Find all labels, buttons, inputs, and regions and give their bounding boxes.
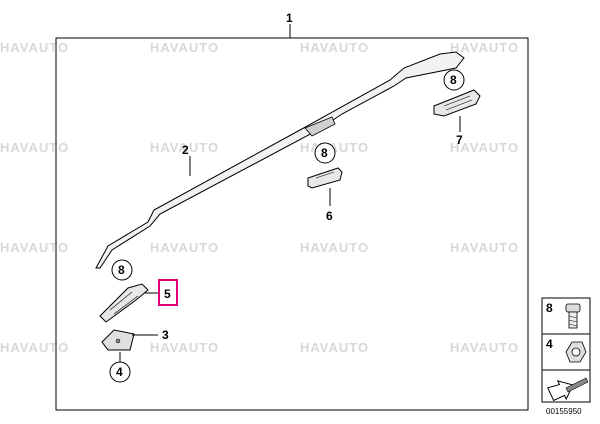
legend-screw-number: 8	[546, 301, 553, 315]
middle-bracket-label: 6	[326, 209, 333, 223]
watermark-row: HAVAUTO	[150, 240, 219, 255]
screw-icon	[565, 303, 581, 329]
watermark-row: HAVAUTO	[300, 240, 369, 255]
screw-callout-label: 8	[118, 263, 125, 277]
watermark-row: HAVAUTO	[450, 340, 519, 355]
highlight-box[interactable]	[158, 279, 178, 306]
legend-nut-number: 4	[546, 337, 553, 351]
front-bracket	[99, 283, 149, 323]
watermark-row: HAVAUTO	[150, 140, 219, 155]
watermark-row: HAVAUTO	[150, 340, 219, 355]
assembly-frame	[55, 37, 529, 411]
nut-icon	[565, 341, 587, 363]
screw-callout-label: 8	[450, 73, 457, 87]
nut-callout-circle	[109, 361, 131, 383]
middle-bracket	[307, 167, 343, 189]
watermark-row: HAVAUTO	[450, 40, 519, 55]
rear-bracket-label: 7	[456, 133, 463, 147]
watermark-row: HAVAUTO	[300, 40, 369, 55]
legend-panel: 8 4	[541, 297, 591, 403]
assembly-label: 1	[286, 11, 293, 25]
watermark-row: HAVAUTO	[450, 240, 519, 255]
rail-label: 2	[182, 143, 189, 157]
watermark-row: HAVAUTO	[150, 40, 219, 55]
roof-rail	[95, 51, 465, 269]
rear-bracket	[433, 89, 481, 117]
reference-number: 00155950	[546, 407, 582, 416]
watermark-row: HAVAUTO	[0, 140, 69, 155]
front-bracket-label[interactable]: 5	[164, 287, 171, 301]
direction-arrow-icon	[547, 377, 589, 402]
watermark-row: HAVAUTO	[0, 340, 69, 355]
nut-callout-label: 4	[116, 365, 123, 379]
screw-callout-label: 8	[321, 146, 328, 160]
screw-callout-circle	[111, 259, 133, 281]
screw-callout-circle	[314, 142, 336, 164]
watermark-row: HAVAUTO	[0, 240, 69, 255]
clip-part	[101, 329, 135, 351]
watermark-row: HAVAUTO	[300, 340, 369, 355]
clip-label: 3	[162, 328, 169, 342]
watermark-layer: HAVAUTO HAVAUTO HAVAUTO HAVAUTO HAVAUTO …	[0, 40, 519, 355]
watermark-row: HAVAUTO	[0, 40, 69, 55]
screw-callout-circle	[443, 69, 465, 91]
watermark-row: HAVAUTO	[450, 140, 519, 155]
